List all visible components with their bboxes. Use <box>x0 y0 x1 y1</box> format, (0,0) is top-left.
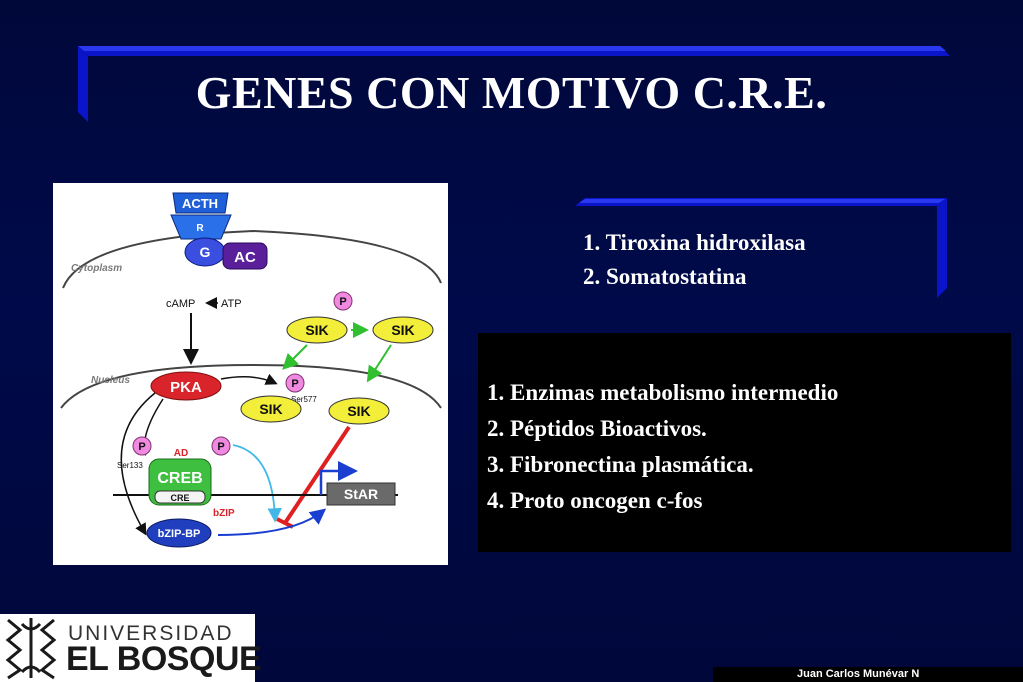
phospho-p-mid <box>285 373 305 393</box>
receptor-label: R <box>196 223 204 234</box>
svg-text:P: P <box>217 441 224 453</box>
logo-line-2: EL BOSQUE <box>66 640 262 678</box>
sik-phospho-top <box>286 316 348 344</box>
svg-text:P: P <box>339 296 346 308</box>
bzip-bp <box>146 518 212 548</box>
list-bottom-item: 2. Péptidos Bioactivos. <box>487 416 707 441</box>
adenylyl-cyclase <box>222 242 268 270</box>
list-bottom-item: 4. Proto oncogen c-fos <box>487 488 703 513</box>
list-top: 1. Tiroxina hidroxilasa 2. Somatostatina <box>583 226 806 294</box>
university-emblem-icon <box>5 618 57 680</box>
star-gene <box>326 482 396 506</box>
slide-title: GENES CON MOTIVO C.R.E. <box>195 67 828 118</box>
sik-nucleus-right <box>328 397 390 425</box>
ser133-label: Ser133 <box>117 461 143 470</box>
svg-text:P: P <box>291 378 298 390</box>
list-top-item: 2. Somatostatina <box>583 264 747 289</box>
list-bottom-item: 1. Enzimas metabolismo intermedio <box>487 380 839 405</box>
list-bottom: 1. Enzimas metabolismo intermedio 2. Pép… <box>487 375 838 519</box>
svg-text:SIK: SIK <box>391 322 414 338</box>
sik-inhibition-arrow <box>283 425 351 525</box>
creb-pathway-diagram: ACTH R G AC Cytoplasm cAMP ATP Nucleus P… <box>53 183 448 565</box>
bzip-label: bZIP <box>213 508 235 519</box>
cytoplasm-label: Cytoplasm <box>71 263 122 274</box>
footer-credit: Juan Carlos Munévar N <box>797 668 920 680</box>
svg-text:SIK: SIK <box>305 322 328 338</box>
svg-text:P: P <box>138 441 145 453</box>
transcription-start-arrow <box>319 461 358 495</box>
title-frame <box>78 46 950 122</box>
acth-receptor: ACTH R <box>170 192 232 240</box>
university-logo <box>0 614 255 682</box>
cell-membrane <box>62 229 442 289</box>
phospho-p-top <box>333 291 353 311</box>
ad-label: AD <box>174 448 188 459</box>
cre-label: CRE <box>170 493 189 503</box>
acth-label: ACTH <box>182 196 218 211</box>
creb-label: CREB <box>157 470 202 487</box>
pka-label: PKA <box>170 379 202 396</box>
star-label: StAR <box>344 486 378 502</box>
sik-top-right <box>372 316 434 344</box>
list-top-item: 1. Tiroxina hidroxilasa <box>583 230 806 255</box>
nuclear-membrane <box>60 363 442 409</box>
list-top-frame <box>575 198 947 298</box>
list-bottom-item: 3. Fibronectina plasmática. <box>487 452 754 477</box>
cre-element <box>154 490 206 504</box>
footer-bar <box>713 667 1023 682</box>
pka <box>150 371 222 401</box>
atp-label: ATP <box>221 298 242 310</box>
ac-label: AC <box>234 249 256 266</box>
phospho-p-creb-right <box>211 436 231 456</box>
camp-label: cAMP <box>166 298 195 310</box>
svg-text:SIK: SIK <box>347 403 370 419</box>
g-protein-label: G <box>200 244 211 260</box>
phospho-p-ser133 <box>132 436 152 456</box>
nucleus-label: Nucleus <box>91 375 130 386</box>
bzip-bp-label: bZIP-BP <box>158 528 201 540</box>
ser577-label: Ser577 <box>291 395 317 404</box>
sik-nucleus-left <box>240 395 302 423</box>
list-bottom-panel <box>478 333 1011 552</box>
logo-line-1: UNIVERSIDAD <box>68 622 234 645</box>
svg-text:SIK: SIK <box>259 401 282 417</box>
